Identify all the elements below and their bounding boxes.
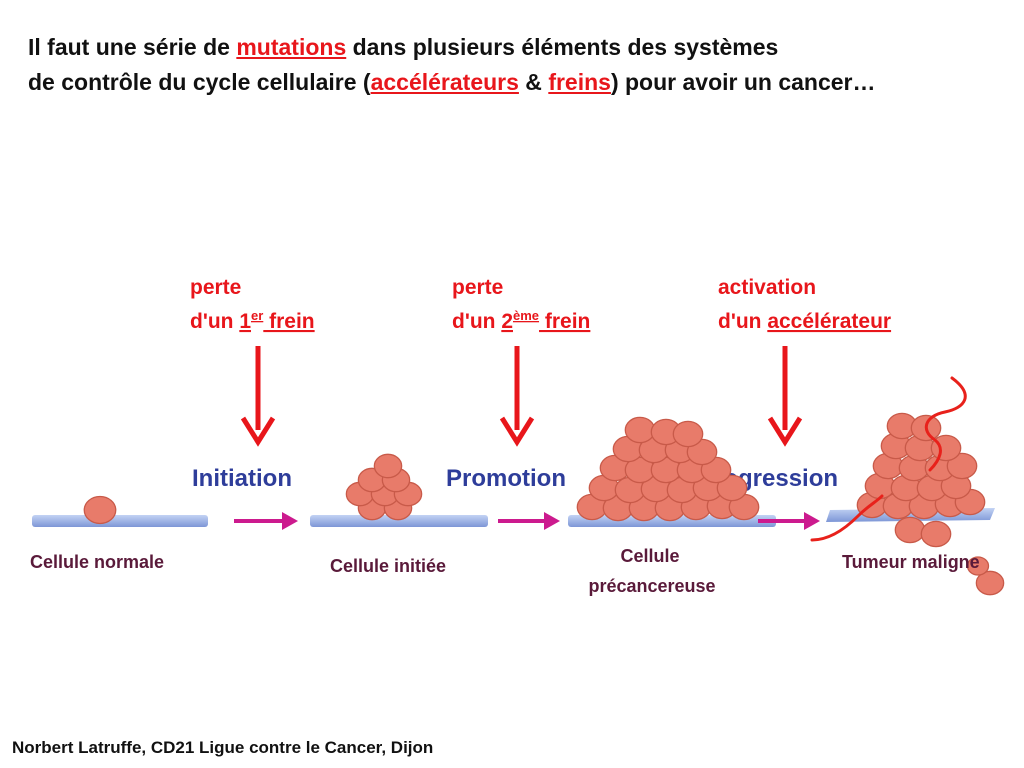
slide-title: Il faut une série de mutations dans plus… [28,30,1018,100]
cell-blob [716,474,748,502]
membrane-1 [32,515,208,527]
cell-label-malignant-tumor: Tumeur maligne [842,552,980,572]
title-highlight-mutations: mutations [236,34,347,60]
title-text: ) pour avoir un cancer… [610,69,876,95]
cell-blob [373,453,403,479]
title-highlight-accelerateurs: accélérateurs [370,69,519,95]
cell-blob [966,556,990,576]
cell-blob [624,416,656,444]
title-line-1: Il faut une série de mutations dans plus… [28,30,1018,65]
invasion-strand-1 [924,376,967,472]
cell-cluster-initiated [345,453,423,521]
cell-blob [920,520,952,548]
stage-promotion: Promotion [446,465,566,492]
invasion-strand-2 [810,494,884,542]
event-1-line-2: d'un 1er frein [190,308,315,333]
title-line-2: de contrôle du cycle cellulaire (accélér… [28,65,1018,100]
cell-blob [83,495,117,525]
event-1-line-1: perte [190,276,241,299]
stage-initiation: Initiation [192,465,292,492]
event-2-line-1: perte [452,276,503,299]
cell-label-precancerous-line2: précancereuse [588,576,715,596]
credit-footer: Norbert Latruffe, CD21 Ligue contre le C… [12,738,434,757]
invasion-strands [810,376,967,542]
title-text: dans plusieurs éléments des systèmes [346,34,779,60]
red-arrowhead-icon [240,416,276,447]
red-arrowhead-icon [499,416,535,447]
cell-label-precancerous-line1: Cellule [620,546,679,566]
event-2-line-2: d'un 2ème frein [452,308,590,333]
title-text: Il faut une série de [28,34,237,60]
cell-blob [894,516,926,544]
magenta-arrowhead-icon [282,512,298,530]
progress-arrows [234,512,820,530]
cell-blob [672,420,704,448]
membrane-2 [310,515,488,527]
cell-label-initiated: Cellule initiée [330,556,446,576]
magenta-arrowhead-icon [544,512,560,530]
cell-blob [946,452,978,480]
event-3-line-2: d'un accélérateur [718,310,891,333]
cell-cluster-precancerous [576,416,760,522]
event-arrows [240,346,803,447]
cell-cluster-normal [83,495,117,525]
cell-label-normal: Cellule normale [30,552,164,572]
title-text: de contrôle du cycle cellulaire ( [28,69,371,95]
title-highlight-freins: freins [548,69,611,95]
cell-blob [975,570,1005,596]
red-arrowhead-icon [767,416,803,447]
title-text: & [518,69,549,95]
event-3-line-1: activation [718,276,816,299]
magenta-arrowhead-icon [804,512,820,530]
